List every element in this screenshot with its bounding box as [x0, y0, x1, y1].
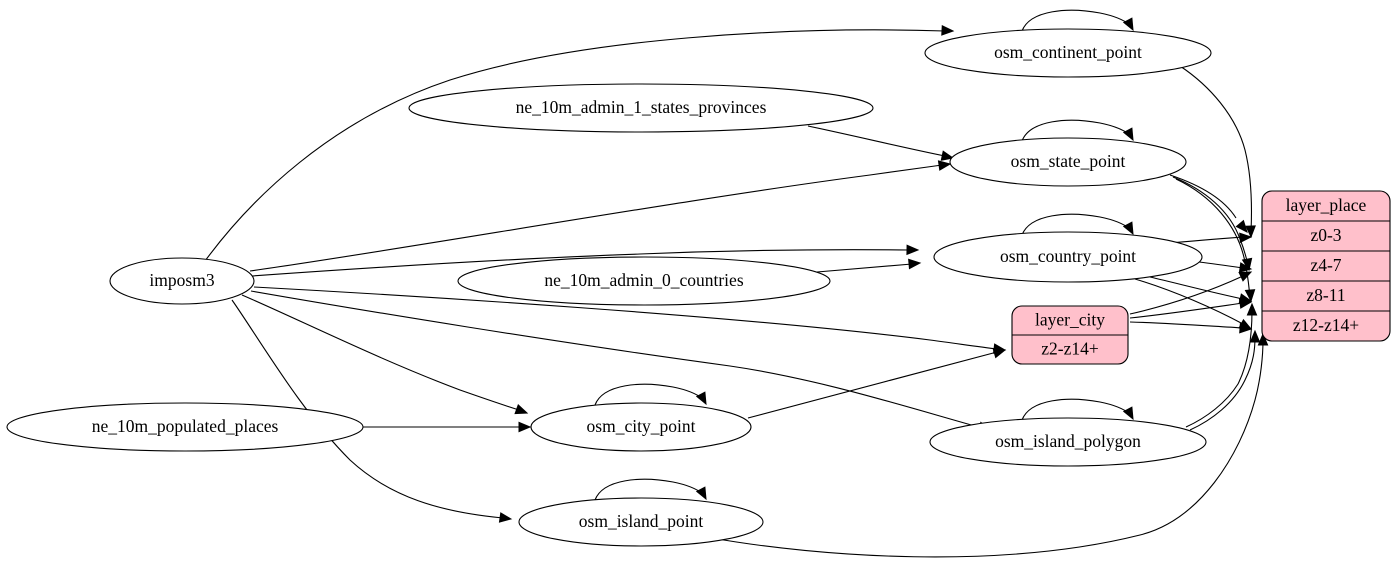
edge-osm_state_point-to-layer_place-z8-11: [1175, 178, 1251, 297]
node-shape-ne_10m_admin_0_countries: [457, 256, 831, 306]
arrowhead-imposm3-to-osm_country_point: [906, 244, 920, 256]
record-nodes-layer: layer_city z2-z14+ layer_place z0-3 z4-7 z8-1…: [1011, 190, 1391, 365]
node-imposm3[interactable]: imposm3: [109, 257, 255, 305]
node-osm_state_point[interactable]: osm_state_point: [949, 137, 1187, 187]
arrowhead-ne_10m_admin_1_states_provinces-to-osm_state_point: [940, 150, 955, 161]
nodes-layer: imposm3 ne_10m_admin_1_states_provincesne…: [6, 28, 1212, 547]
arrowhead-osm_island_point-to-layer_place-z12: [1257, 332, 1269, 346]
edge-osm_country_point-to-layer_place-z4-7: [1198, 261, 1244, 269]
arrowhead-osm_country_point-self-loop: [1122, 221, 1134, 236]
node-layer_place[interactable]: layer_place z0-3 z4-7 z8-11 z12-z14+: [1261, 190, 1391, 342]
node-osm_island_point[interactable]: osm_island_point: [518, 497, 764, 547]
arrowhead-osm_city_point-self-loop: [695, 391, 707, 406]
arrowhead-osm_country_point-to-layer_place-z0-3: [1239, 232, 1253, 244]
arrowhead-osm_state_point-self-loop: [1122, 127, 1134, 142]
node-label-osm_country_point: osm_country_point: [1000, 246, 1136, 266]
node-label-osm_state_point: osm_state_point: [1011, 151, 1126, 171]
node-layer_city[interactable]: layer_city z2-z14+: [1011, 305, 1129, 365]
edge-imposm3-to-osm_island_polygon: [250, 290, 983, 429]
edge-osm_island_point-to-layer_place-z12: [711, 339, 1264, 558]
edge-layer_city-to-layer_place-z12: [1129, 321, 1244, 329]
node-shape-osm_island_polygon: [929, 417, 1207, 467]
arrowhead-ne_10m_populated_places-to-osm_city_point: [518, 421, 532, 433]
edge-osm_city_point-to-layer_city: [747, 351, 998, 419]
arrowhead-osm_state_point-to-layer_place-z0-3: [1235, 219, 1248, 233]
edge-osm_island_polygon-to-layer_place-z8-11: [1185, 309, 1253, 428]
arrowhead-imposm3-to-osm_state_point: [937, 160, 952, 171]
node-label-osm_island_point: osm_island_point: [579, 511, 704, 531]
node-label-ne_10m_admin_1_states_provinces: ne_10m_admin_1_states_provinces: [516, 97, 767, 117]
node-shape-osm_continent_point: [924, 28, 1212, 78]
edge-imposm3-to-osm_island_point: [231, 299, 504, 519]
edge-osm_continent_point-to-layer_place-z0-3: [1179, 65, 1253, 233]
edge-osm_island_polygon-to-layer_place-z12: [1189, 336, 1256, 431]
node-ne_10m_admin_0_countries[interactable]: ne_10m_admin_0_countries: [457, 256, 831, 306]
edge-osm_state_point-to-layer_place-z0-3: [1169, 174, 1237, 219]
arrowhead-ne_10m_admin_0_countries-to-osm_country_point: [908, 258, 922, 270]
node-ne_10m_admin_1_states_provinces[interactable]: ne_10m_admin_1_states_provinces: [408, 83, 874, 133]
row-label-layer_place-4: z12-z14+: [1293, 315, 1359, 335]
arrowhead-osm_island_polygon-to-layer_place-z12: [1249, 329, 1261, 343]
node-shape-osm_city_point: [530, 402, 752, 452]
node-osm_city_point[interactable]: osm_city_point: [530, 402, 752, 452]
arrowhead-osm_city_point-to-layer_city: [992, 348, 1007, 359]
arrowhead-layer_city-to-layer_place-z12: [1239, 322, 1253, 334]
node-label-osm_island_polygon: osm_island_polygon: [995, 431, 1141, 451]
self-loops-layer: [594, 9, 1134, 501]
edge-layer_city-to-layer_place-z8-11: [1129, 302, 1244, 319]
node-label-osm_city_point: osm_city_point: [587, 416, 696, 436]
edge-ne_10m_admin_0_countries-to-osm_country_point: [816, 263, 913, 273]
edge-osm_state_point-self-loop: [1021, 119, 1131, 142]
node-shape-imposm3: [109, 257, 255, 305]
edge-imposm3-to-osm_state_point: [249, 164, 943, 272]
edge-osm_country_point-to-layer_place-z12: [1134, 278, 1244, 325]
arrowhead-osm_continent_point-self-loop: [1122, 17, 1134, 32]
node-label-imposm3: imposm3: [149, 270, 214, 290]
node-osm_country_point[interactable]: osm_country_point: [933, 231, 1203, 283]
arrowhead-osm_country_point-to-layer_place-z4-7: [1238, 262, 1253, 273]
arrowhead-osm_island_point-self-loop: [695, 486, 707, 501]
arrowhead-layer_city-to-layer_place-z8-11: [1238, 298, 1253, 309]
arrowhead-osm_continent_point-to-layer_place-z0-3: [1245, 225, 1256, 239]
arrowhead-osm_island_polygon-to-layer_place-z8-11: [1246, 302, 1258, 316]
node-shape-osm_island_point: [518, 497, 764, 547]
edge-osm_country_point-to-layer_place-z8-11: [1149, 276, 1244, 300]
node-osm_continent_point[interactable]: osm_continent_point: [924, 28, 1212, 78]
arrowhead-osm_island_polygon-self-loop: [1122, 406, 1134, 421]
arrowhead-imposm3-to-osm_city_point: [514, 404, 529, 415]
edge-imposm3-to-osm_country_point: [251, 249, 911, 277]
arrowhead-imposm3-to-osm_island_point: [498, 512, 513, 523]
edge-osm_city_point-self-loop: [594, 383, 704, 406]
arrowhead-osm_state_point-to-layer_place-z8-11: [1244, 289, 1256, 303]
edge-imposm3-to-layer_city: [253, 286, 998, 350]
node-osm_island_polygon[interactable]: osm_island_polygon: [929, 417, 1207, 467]
row-label-layer_place-0: layer_place: [1286, 195, 1367, 215]
row-label-layer_place-2: z4-7: [1310, 255, 1341, 275]
row-label-layer_city-0: layer_city: [1035, 310, 1105, 330]
edge-osm_island_polygon-self-loop: [1021, 398, 1131, 421]
edge-layer_city-to-layer_place-z4-7: [1129, 275, 1244, 315]
edge-imposm3-to-osm_city_point: [241, 294, 520, 411]
row-label-layer_place-1: z0-3: [1310, 225, 1341, 245]
arrowhead-layer_city-to-layer_place-z4-7: [1238, 271, 1253, 282]
node-shape-ne_10m_populated_places: [6, 402, 364, 452]
node-shape-osm_state_point: [949, 137, 1187, 187]
arrowhead-imposm3-to-osm_continent_point: [941, 25, 955, 36]
edge-osm_country_point-self-loop: [1021, 213, 1131, 236]
node-ne_10m_populated_places[interactable]: ne_10m_populated_places: [6, 402, 364, 452]
node-shape-layer_place: [1261, 190, 1391, 342]
row-label-layer_place-3: z8-11: [1306, 285, 1345, 305]
node-shape-osm_country_point: [933, 231, 1203, 283]
row-label-layer_city-1: z2-z14+: [1041, 339, 1099, 359]
edge-imposm3-to-osm_continent_point: [204, 29, 946, 262]
edge-ne_10m_admin_1_states_provinces-to-osm_state_point: [807, 125, 946, 157]
node-label-ne_10m_populated_places: ne_10m_populated_places: [92, 416, 279, 436]
node-shape-ne_10m_admin_1_states_provinces: [408, 83, 874, 133]
edge-osm_island_point-self-loop: [594, 478, 704, 501]
edges-layer: [204, 25, 1269, 558]
node-label-osm_continent_point: osm_continent_point: [994, 42, 1142, 62]
edge-osm_continent_point-self-loop: [1021, 9, 1131, 32]
node-label-ne_10m_admin_0_countries: ne_10m_admin_0_countries: [544, 270, 743, 290]
